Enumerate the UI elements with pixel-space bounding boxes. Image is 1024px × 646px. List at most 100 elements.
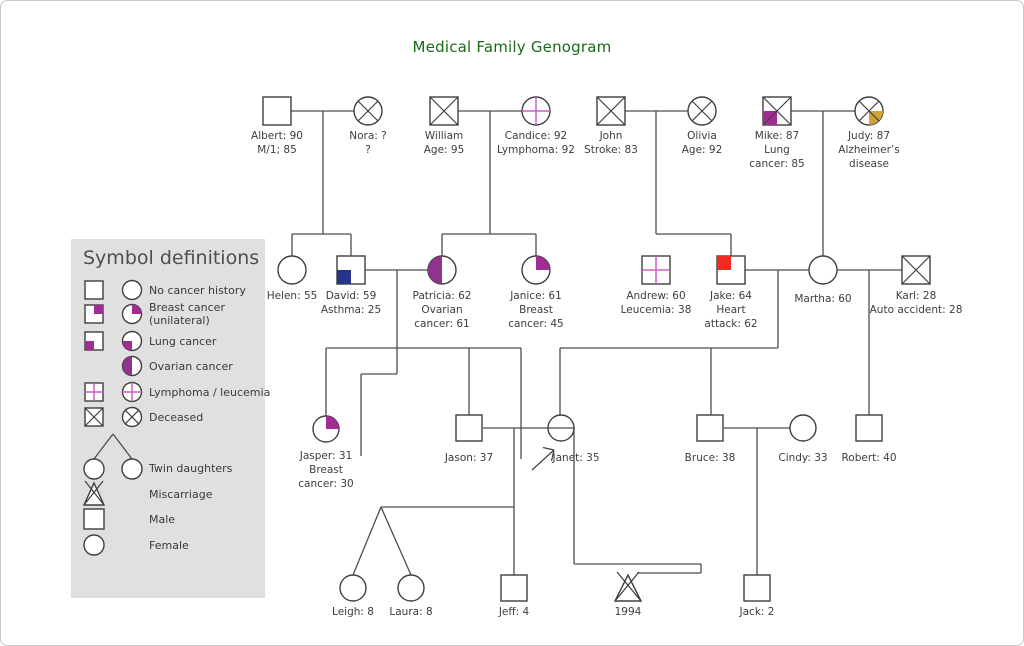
family-connector-lines	[291, 110, 902, 576]
person-judy[interactable]	[854, 96, 884, 126]
person-label-judy: Judy: 87 Alzheimer’s disease	[838, 130, 900, 170]
deceased-x-icon	[357, 100, 379, 122]
person-william[interactable]	[429, 96, 459, 126]
person-andrew[interactable]	[641, 255, 671, 285]
person-jake[interactable]	[716, 255, 746, 285]
person-olivia[interactable]	[687, 96, 717, 126]
person-david[interactable]	[336, 255, 366, 285]
person-label-robert: Robert: 40	[841, 452, 897, 464]
legend-item-breast-cancer: Breast cancer (unilateral)	[149, 301, 225, 327]
deceased-x-icon	[691, 100, 713, 122]
person-helen[interactable]	[277, 255, 307, 285]
heart-attack-quarter	[717, 256, 731, 270]
female-symbol	[808, 255, 838, 285]
legend-item-twins: Twin daughters	[149, 462, 233, 475]
person-cindy[interactable]	[789, 414, 817, 442]
person-label-karl: Karl: 28 Auto accident: 28	[869, 290, 963, 316]
person-jasper[interactable]	[312, 415, 340, 443]
ovarian-half	[122, 356, 132, 376]
deceased-x-icon	[124, 409, 140, 425]
person-label-jeff: Jeff: 4	[498, 606, 530, 618]
person-leigh[interactable]	[339, 574, 367, 602]
legend-twin-circle-2	[121, 458, 143, 480]
miscarriage-1994[interactable]	[613, 571, 643, 602]
person-label-jason: Jason: 37	[444, 452, 494, 464]
lung-quarter	[122, 341, 132, 351]
legend-swatches	[82, 279, 143, 556]
legend-square-plain	[84, 280, 104, 300]
person-label-william: William Age: 95	[423, 130, 465, 156]
male-symbol	[262, 96, 292, 126]
person-label-albert: Albert: 90 M/1; 85	[251, 130, 303, 156]
legend-square-male	[83, 508, 105, 530]
miscarriage-x-icon	[614, 571, 642, 602]
asthma-quarter	[337, 270, 351, 284]
leucemia-cross-icon	[642, 256, 670, 284]
person-label-cindy: Cindy: 33	[778, 452, 828, 464]
person-label-janice: Janice: 61 Breast cancer: 45	[508, 290, 564, 330]
person-label-martha: Martha: 60	[794, 293, 852, 305]
legend-item-lung-cancer: Lung cancer	[149, 335, 217, 348]
proband-arrow-icon	[531, 446, 555, 471]
legend-title: Symbol definitions	[83, 247, 260, 269]
male-symbol	[743, 574, 771, 602]
lymphoma-cross-icon	[122, 382, 142, 402]
legend-item-ovarian-cancer: Ovarian cancer	[149, 360, 233, 373]
person-label-david: David: 59 Asthma: 25	[320, 290, 382, 316]
person-label-jasper: Jasper: 31 Breast cancer: 30	[298, 450, 354, 490]
legend-item-deceased: Deceased	[149, 411, 204, 424]
person-janice[interactable]	[521, 255, 551, 285]
lymphoma-cross-icon	[522, 97, 550, 125]
legend-item-male: Male	[149, 513, 176, 526]
person-robert[interactable]	[855, 414, 883, 442]
person-bruce[interactable]	[696, 414, 724, 442]
legend-twin-circle-1	[83, 458, 105, 480]
legend-circle-female	[83, 534, 105, 556]
breast-quarter	[94, 305, 103, 314]
legend-item-female: Female	[149, 539, 189, 552]
person-label-miscarriage: 1994	[614, 606, 642, 618]
person-mike[interactable]	[762, 96, 792, 126]
ovarian-cancer-half	[428, 256, 442, 284]
person-jack[interactable]	[743, 574, 771, 602]
breast-cancer-quarter	[326, 416, 339, 429]
person-karl[interactable]	[901, 255, 931, 285]
person-laura[interactable]	[397, 574, 425, 602]
breast-quarter	[132, 304, 142, 314]
person-jason[interactable]	[455, 414, 483, 442]
person-label-olivia: Olivia Age: 92	[681, 130, 723, 156]
person-label-mike: Mike: 87 Lung cancer: 85	[749, 130, 805, 170]
female-symbol	[789, 414, 817, 442]
deceased-x-icon	[762, 96, 792, 126]
lymphoma-cross-icon	[85, 383, 103, 401]
person-label-bruce: Bruce: 38	[684, 452, 736, 464]
person-albert[interactable]	[262, 96, 292, 126]
male-symbol	[696, 414, 724, 442]
person-candice[interactable]	[521, 96, 551, 126]
person-martha[interactable]	[808, 255, 838, 285]
deceased-x-icon	[901, 255, 931, 285]
male-symbol	[500, 574, 528, 602]
person-patricia[interactable]	[427, 255, 457, 285]
person-label-nora: Nora: ? ?	[349, 130, 387, 156]
person-label-john: John Stroke: 83	[584, 130, 638, 156]
person-nora[interactable]	[353, 96, 383, 126]
legend-item-no-cancer: No cancer history	[149, 284, 246, 297]
female-symbol	[277, 255, 307, 285]
deceased-x-icon	[429, 96, 459, 126]
person-label-jack: Jack: 2	[739, 606, 775, 618]
person-label-patricia: Patricia: 62 Ovarian cancer: 61	[412, 290, 472, 330]
male-symbol	[455, 414, 483, 442]
person-jeff[interactable]	[500, 574, 528, 602]
deceased-x-icon	[596, 96, 626, 126]
person-john[interactable]	[596, 96, 626, 126]
miscarriage-triangle	[613, 573, 643, 602]
female-symbol	[339, 574, 367, 602]
person-label-laura: Laura: 8	[389, 606, 433, 618]
person-label-janet: Janet: 35	[552, 452, 600, 464]
page-title: Medical Family Genogram	[412, 38, 612, 56]
lung-quarter	[85, 341, 94, 350]
person-label-candice: Candice: 92 Lymphoma: 92	[497, 130, 575, 156]
